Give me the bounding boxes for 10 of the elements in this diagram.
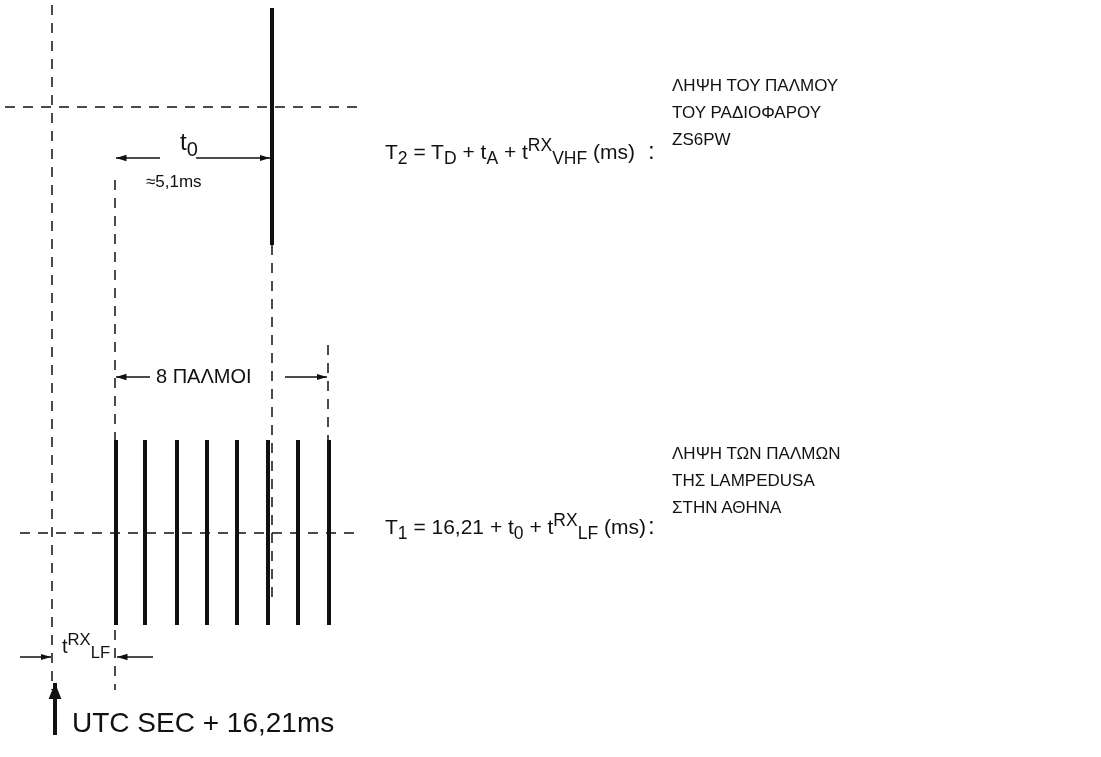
separator-colon: : xyxy=(648,512,655,541)
dimension-label: 8 ΠΑΛΜΟΙ xyxy=(156,364,252,388)
dimension-label: ≈5,1ms xyxy=(146,172,202,193)
description-text: ΛΗΨΗ ΤΩΝ ΠΑΛΜΩΝ ΤΗΣ LAMPEDUSA ΣΤΗΝ ΑΘΗΝΑ xyxy=(672,443,842,520)
formula: T$_{1}$ = 16,21 + t$_{0}$ + t$^{RX}$$_{LF}$ (ms) xyxy=(385,510,646,545)
separator-colon: : xyxy=(648,137,655,166)
formula: T$_{2}$ = T$_{D}$ + t$_{A}$ + t$^{RX}$$_{VHF}$ (ms) xyxy=(385,135,635,170)
dimension-label: t$_{0}$ xyxy=(180,128,198,161)
timestamp-label: UTC SEC + 16,21ms xyxy=(72,706,335,740)
description-text: ΛΗΨΗ ΤΟΥ ΠΑΛΜΟΥ ΤΟΥ ΡΑΔΙΟΦΑΡΟΥ ZS6PW xyxy=(672,75,839,152)
